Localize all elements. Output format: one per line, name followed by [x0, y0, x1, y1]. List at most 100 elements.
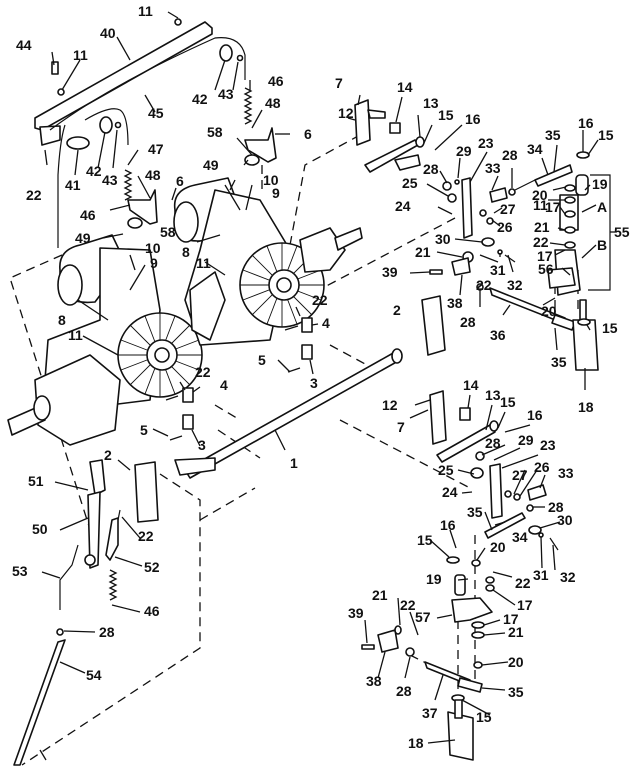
callout-21: 21 — [534, 219, 550, 235]
callout-57: 57 — [415, 609, 431, 625]
callout-22: 22 — [138, 528, 154, 544]
callout-5: 5 — [140, 422, 148, 438]
callout-58: 58 — [160, 224, 176, 240]
callout-8: 8 — [58, 312, 66, 328]
callout-37: 37 — [422, 705, 438, 721]
callout-10: 10 — [263, 172, 279, 188]
callout-34: 34 — [512, 529, 528, 545]
lever-assembly — [13, 459, 121, 766]
callout-26: 26 — [497, 219, 513, 235]
callout-3: 3 — [310, 375, 318, 391]
callout-30: 30 — [557, 512, 573, 528]
callout-46: 46 — [144, 603, 160, 619]
lever-51 — [89, 459, 106, 496]
bracket-18-lower — [447, 711, 474, 761]
arm-13-lower — [436, 424, 496, 463]
callout-20: 20 — [508, 654, 524, 670]
callout-10: 10 — [145, 240, 161, 256]
callout-2: 2 — [104, 447, 112, 463]
callout-23: 23 — [478, 135, 494, 151]
callout-23: 23 — [540, 437, 556, 453]
callout-22: 22 — [26, 187, 42, 203]
pulley-41 — [66, 136, 90, 150]
callout-15: 15 — [417, 532, 433, 548]
callout-33: 33 — [558, 465, 574, 481]
callout-25: 25 — [438, 462, 454, 478]
lower-linkage — [361, 390, 559, 761]
bracket-7-lower — [429, 390, 447, 445]
callout-22: 22 — [476, 277, 492, 293]
callout-22: 22 — [195, 364, 211, 380]
callout-14: 14 — [397, 79, 413, 95]
callout-7: 7 — [335, 75, 343, 91]
callout-6: 6 — [304, 126, 312, 142]
callout-41: 41 — [65, 177, 81, 193]
callout-16: 16 — [440, 517, 456, 533]
callout-A: A — [597, 199, 607, 215]
crossbar-assembly — [34, 18, 246, 248]
callout-31: 31 — [533, 567, 549, 583]
callout-14: 14 — [463, 377, 479, 393]
callout-27: 27 — [500, 201, 516, 217]
callout-24: 24 — [395, 198, 411, 214]
callout-58: 58 — [207, 124, 223, 140]
callout-32: 32 — [507, 277, 523, 293]
upper-right-linkage — [354, 99, 599, 371]
callout-43: 43 — [102, 172, 118, 188]
callout-54: 54 — [86, 667, 102, 683]
transmission-left — [7, 234, 203, 446]
link-23-lower — [489, 463, 503, 519]
callout-35: 35 — [551, 354, 567, 370]
callout-31: 31 — [490, 262, 506, 278]
leader-lines — [39, 11, 615, 761]
spring-47 — [123, 169, 133, 201]
callout-9: 9 — [150, 255, 158, 271]
callout-28: 28 — [502, 147, 518, 163]
callout-56: 56 — [538, 261, 554, 277]
cross-shaft — [174, 348, 403, 479]
callout-4: 4 — [322, 315, 330, 331]
callout-46: 46 — [80, 207, 96, 223]
callout-5: 5 — [258, 352, 266, 368]
axle-right — [334, 227, 363, 251]
callout-12: 12 — [338, 105, 354, 121]
callout-19: 19 — [426, 571, 442, 587]
bracket-7-upper — [354, 99, 371, 146]
callout-21: 21 — [508, 624, 524, 640]
gearbox-left — [34, 354, 121, 446]
callout-39: 39 — [382, 264, 398, 280]
callout-15: 15 — [476, 709, 492, 725]
brackets-48 — [127, 127, 277, 229]
callout-22: 22 — [515, 575, 531, 591]
pin-33-upper — [489, 187, 508, 203]
callout-49: 49 — [75, 230, 91, 246]
callout-18: 18 — [578, 399, 594, 415]
callout-44: 44 — [16, 37, 32, 53]
callout-8: 8 — [182, 244, 190, 260]
callout-27: 27 — [512, 467, 528, 483]
callout-9: 9 — [272, 185, 280, 201]
plates-2 — [134, 295, 446, 523]
callout-48: 48 — [265, 95, 281, 111]
callout-17: 17 — [537, 248, 553, 264]
callout-13: 13 — [423, 95, 439, 111]
callout-4: 4 — [220, 377, 228, 393]
callout-28: 28 — [460, 314, 476, 330]
clevis-38-lower — [377, 629, 399, 653]
callout-12: 12 — [382, 397, 398, 413]
callout-17: 17 — [503, 611, 519, 627]
callout-20: 20 — [490, 539, 506, 555]
callout-11: 11 — [68, 327, 83, 343]
callout-16: 16 — [465, 111, 481, 127]
crossbar-bracket — [39, 125, 61, 146]
callout-2: 2 — [393, 302, 401, 318]
callout-35: 35 — [467, 504, 483, 520]
callout-16: 16 — [578, 115, 594, 131]
callout-34: 34 — [527, 141, 543, 157]
callout-36: 36 — [490, 327, 506, 343]
lever-50 — [87, 491, 101, 569]
callout-20: 20 — [541, 303, 557, 319]
rod-34-upper — [534, 164, 573, 187]
pulley-right — [219, 44, 233, 62]
cable-left — [57, 124, 66, 248]
